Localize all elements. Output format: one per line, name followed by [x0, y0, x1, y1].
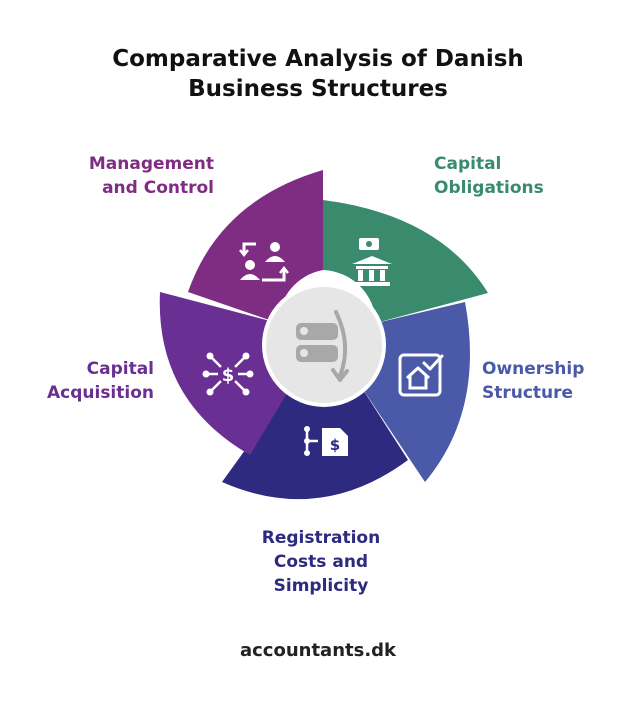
people-exchange-icon [239, 242, 289, 282]
footer-brand: accountants.dk [239, 640, 397, 661]
segment-capital-obligations [323, 200, 488, 323]
segment-ownership [360, 302, 470, 482]
label-capital-acquisition: Capital Acquisition [14, 357, 154, 405]
label-ownership: Ownership Structure [482, 357, 622, 405]
label-line: and Control [102, 178, 214, 198]
label-line: Capital [434, 154, 502, 174]
svg-text:$: $ [222, 365, 235, 386]
label-registration: Registration Costs and Simplicity [200, 526, 442, 598]
dollar-document-icon: $ [304, 426, 348, 456]
database-arrow-icon [296, 310, 349, 382]
label-line: Ownership [482, 359, 585, 379]
label-management: Management and Control [58, 152, 214, 200]
label-capital-obligations: Capital Obligations [434, 152, 594, 200]
label-line: Simplicity [273, 576, 369, 596]
bank-money-icon [352, 238, 392, 286]
label-line: Management [88, 154, 214, 174]
svg-text:$: $ [330, 436, 340, 454]
title-line-1: Comparative Analysis of Danish [112, 46, 524, 72]
segment-management [188, 170, 323, 323]
label-line: Capital [86, 359, 154, 379]
house-document-icon [398, 353, 444, 397]
dollar-network-icon: $ [202, 352, 254, 396]
label-line: Costs and [273, 552, 369, 572]
title-line-2: Business Structures [188, 76, 448, 102]
label-line: Obligations [434, 178, 544, 198]
label-line: Structure [482, 383, 574, 403]
label-line: Acquisition [46, 383, 154, 403]
page-title: Comparative Analysis of Danish Business … [0, 44, 636, 104]
label-line: Registration [261, 528, 381, 548]
